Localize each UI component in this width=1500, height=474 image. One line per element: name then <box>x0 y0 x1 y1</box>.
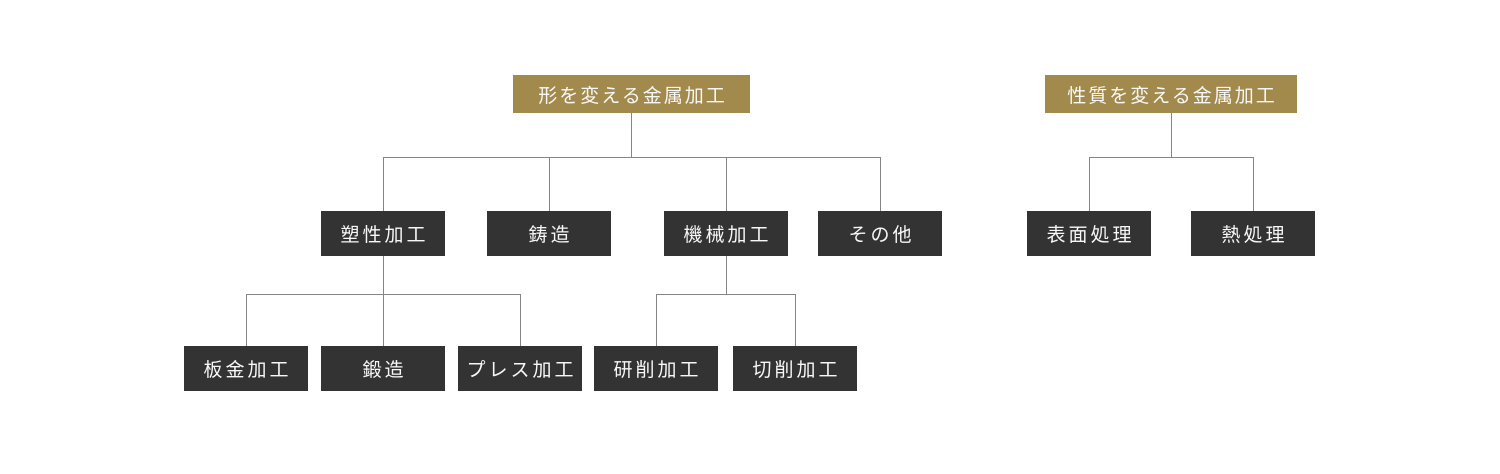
node-others: その他 <box>818 211 942 256</box>
connector <box>246 294 521 295</box>
connector <box>383 157 384 211</box>
connector <box>549 157 550 211</box>
node-grinding: 研削加工 <box>594 346 718 391</box>
node-shape-root: 形を変える金属加工 <box>513 75 750 113</box>
node-plastic-working: 塑性加工 <box>321 211 445 256</box>
connector <box>631 113 632 157</box>
connector <box>726 256 727 294</box>
connector <box>656 294 796 295</box>
connector <box>795 294 796 346</box>
node-machining: 機械加工 <box>664 211 788 256</box>
connector <box>880 157 881 211</box>
connector <box>1089 157 1090 211</box>
connector <box>726 157 727 211</box>
connector <box>520 294 521 346</box>
node-press-working: プレス加工 <box>458 346 582 391</box>
node-cutting: 切削加工 <box>733 346 857 391</box>
node-heat-treatment: 熱処理 <box>1191 211 1315 256</box>
connector <box>246 294 247 346</box>
connector <box>1253 157 1254 211</box>
node-surface-treatment: 表面処理 <box>1027 211 1151 256</box>
node-casting: 鋳造 <box>487 211 611 256</box>
node-sheet-metal-working: 板金加工 <box>184 346 308 391</box>
node-forging: 鍛造 <box>321 346 445 391</box>
connector <box>383 256 384 346</box>
connector <box>1089 157 1254 158</box>
node-property-root: 性質を変える金属加工 <box>1045 75 1297 113</box>
connector <box>383 157 881 158</box>
connector <box>656 294 657 346</box>
connector <box>1171 113 1172 157</box>
